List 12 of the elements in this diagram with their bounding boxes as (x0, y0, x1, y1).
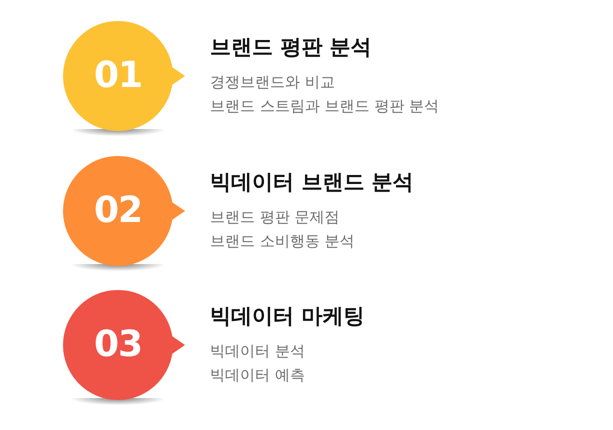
step-number: 01 (94, 57, 142, 95)
step-heading: 빅데이터 마케팅 (210, 303, 364, 329)
step-heading: 브랜드 평판 분석 (210, 34, 372, 60)
description-line: 경쟁브랜드와 비교 (210, 72, 335, 92)
step-number: 03 (94, 326, 142, 364)
step-number: 02 (94, 192, 142, 230)
step-heading: 빅데이터 브랜드 분석 (210, 169, 414, 195)
description-line: 브랜드 스트림과 브랜드 평판 분석 (210, 96, 440, 116)
description-line: 브랜드 평판 문제점 (210, 207, 340, 227)
description-line: 브랜드 소비행동 분석 (210, 231, 355, 251)
description-line: 빅데이터 예측 (210, 365, 305, 385)
description-line: 빅데이터 분석 (210, 341, 305, 361)
